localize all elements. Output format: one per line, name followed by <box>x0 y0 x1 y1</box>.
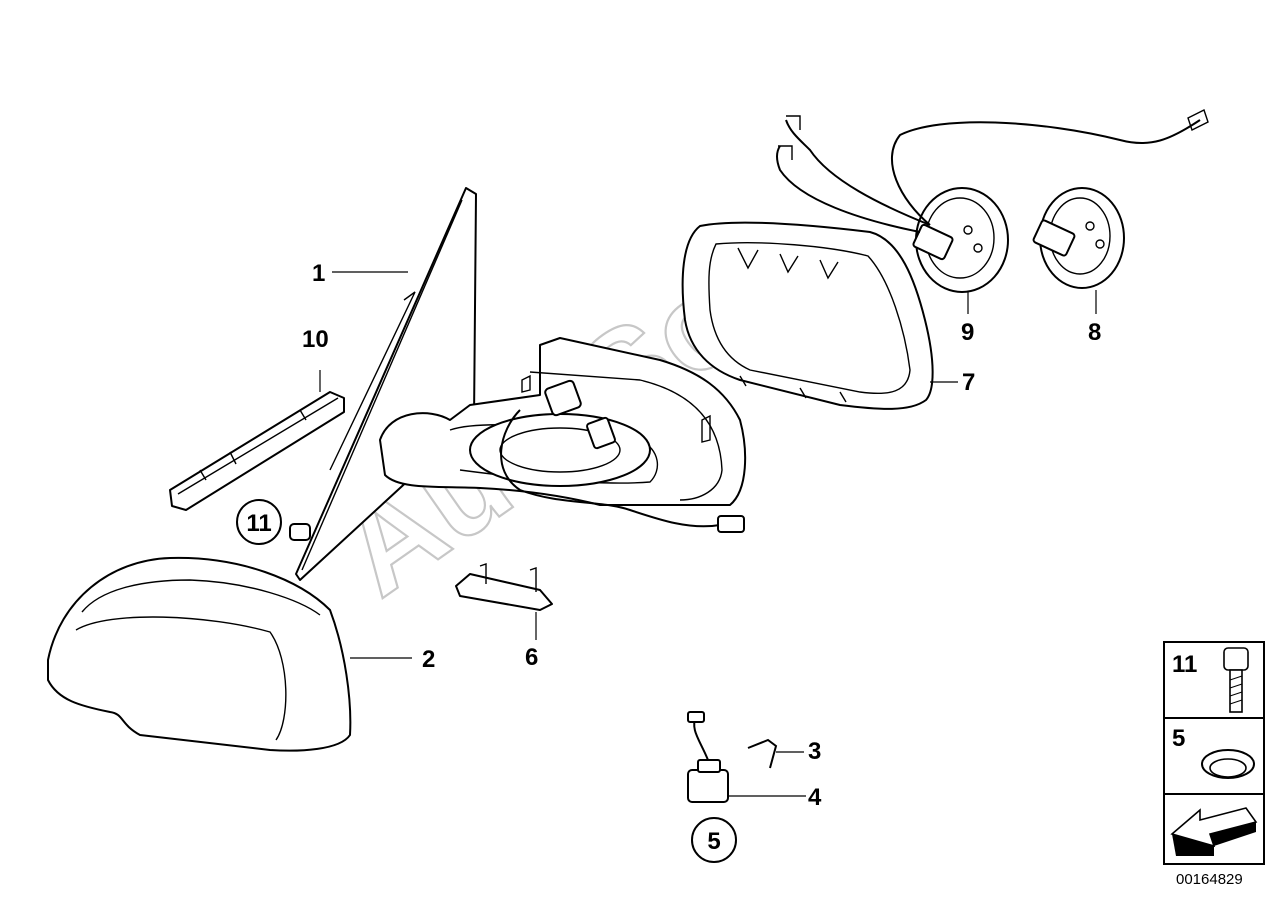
callout-8: 8 <box>1088 319 1101 346</box>
part-connector <box>687 711 729 803</box>
leader-lines <box>319 271 1097 797</box>
part-bolt-stub <box>289 523 311 541</box>
svg-text:11: 11 <box>246 510 271 537</box>
part-bracket-strip <box>169 391 345 511</box>
callout-6: 6 <box>525 644 538 671</box>
document-number: 00164829 <box>1176 871 1243 888</box>
callout-1: 1 <box>312 260 325 287</box>
callout-3: 3 <box>808 738 821 765</box>
circled-ref-11: 11 <box>236 499 282 545</box>
callout-2: 2 <box>422 646 435 673</box>
part-mirror-glass <box>295 187 477 581</box>
legend-number-5: 5 <box>1172 725 1185 752</box>
washer-icon <box>1201 749 1255 779</box>
callout-4: 4 <box>808 784 822 811</box>
callout-7: 7 <box>962 369 975 396</box>
part-motor-with-cable <box>776 109 1209 293</box>
legend-box: 11 5 <box>1163 641 1265 865</box>
arrow-icon <box>1170 807 1258 856</box>
part-mirror-frame <box>681 221 934 410</box>
circled-ref-5: 5 <box>691 817 737 863</box>
legend-number-11: 11 <box>1172 651 1197 678</box>
part-motor <box>1032 187 1125 289</box>
part-clip <box>455 563 553 611</box>
part-mirror-housing <box>379 337 747 533</box>
part-mirror-cover <box>47 556 352 752</box>
bolt-icon <box>1223 647 1249 713</box>
callout-10: 10 <box>302 326 329 353</box>
part-spring-clip <box>747 738 778 769</box>
svg-text:5: 5 <box>707 828 720 855</box>
callout-9: 9 <box>961 319 974 346</box>
